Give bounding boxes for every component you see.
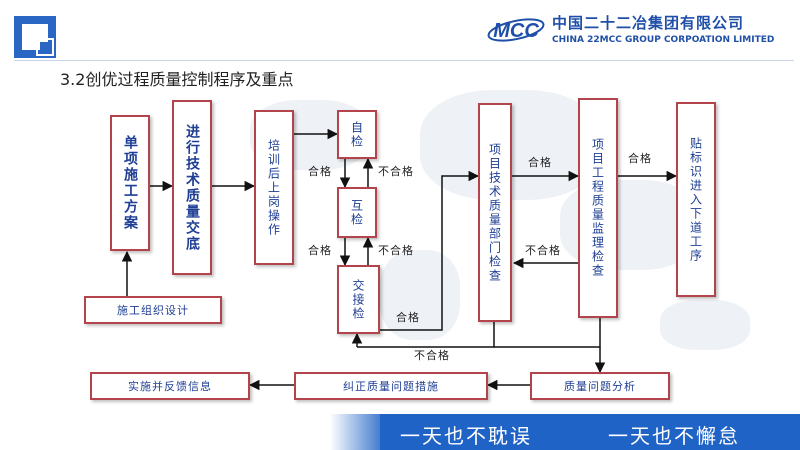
- node-tag-next: 贴标识进入下道工序: [676, 102, 716, 297]
- company-name-cn: 中国二十二冶集团有限公司: [552, 14, 745, 32]
- node-self-check: 自检: [337, 110, 377, 159]
- node-tech-disclosure-label: 进行技术质量交底: [184, 123, 200, 252]
- background-map-shape: [660, 300, 750, 350]
- node-construction-design: 施工组织设计: [84, 296, 222, 324]
- node-project-tech-dept-label: 项目技术质量部门检查: [487, 142, 502, 283]
- label-fail: 不合格: [378, 244, 414, 257]
- label-fail: 不合格: [525, 244, 561, 257]
- label-fail: 不合格: [378, 165, 414, 178]
- node-problem-analysis-label: 质量问题分析: [564, 380, 636, 393]
- node-training: 培训后上岗操作: [254, 110, 294, 265]
- node-corrective-measures-label: 纠正质量问题措施: [343, 380, 439, 393]
- node-handover-check: 交接检: [337, 265, 380, 334]
- label-pass: 合格: [308, 244, 332, 257]
- background-map-shape: [380, 250, 460, 340]
- header-divider: [14, 60, 794, 61]
- node-handover-check-label: 交接检: [351, 278, 365, 321]
- label-pass: 合格: [308, 165, 332, 178]
- node-tag-next-label: 贴标识进入下道工序: [688, 136, 703, 263]
- footer-bar: [380, 414, 800, 450]
- node-corrective-measures: 纠正质量问题措施: [294, 372, 488, 400]
- label-pass: 合格: [396, 311, 420, 324]
- label-pass: 合格: [628, 152, 652, 165]
- node-project-tech-dept: 项目技术质量部门检查: [478, 103, 512, 322]
- node-construction-design-label: 施工组织设计: [117, 304, 189, 317]
- node-self-check-label: 自检: [349, 120, 364, 149]
- node-supervision-check-label: 项目工程质量监理检查: [590, 138, 605, 278]
- company-name-en: CHINA 22MCC GROUP CORPOATION LIMITED: [552, 35, 775, 45]
- label-pass: 合格: [528, 156, 552, 169]
- node-implement-feedback: 实施并反馈信息: [90, 372, 250, 400]
- arrow-handover-to-techdept: [380, 170, 480, 331]
- node-training-label: 培训后上岗操作: [266, 138, 281, 237]
- node-unit-plan-label: 单项施工方案: [122, 135, 138, 231]
- footer-slogan-1: 一天也不耽误: [400, 424, 532, 448]
- node-mutual-check: 互检: [337, 187, 377, 238]
- node-unit-plan: 单项施工方案: [110, 115, 150, 251]
- arrow-supervision-fail-line: [494, 318, 601, 348]
- node-implement-feedback-label: 实施并反馈信息: [128, 380, 212, 393]
- label-fail: 不合格: [414, 349, 450, 362]
- node-problem-analysis: 质量问题分析: [530, 372, 670, 400]
- node-mutual-check-label: 互检: [349, 198, 364, 227]
- node-supervision-check: 项目工程质量监理检查: [578, 98, 618, 318]
- footer-slogan-2: 一天也不懈怠: [608, 424, 740, 448]
- node-tech-disclosure: 进行技术质量交底: [172, 100, 212, 275]
- slide-logo-border: [36, 38, 54, 56]
- slide-title: 3.2创优过程质量控制程序及重点: [60, 70, 294, 89]
- mcc-logo-text: MCC: [493, 20, 539, 42]
- mcc-logo-icon: MCC: [487, 18, 545, 42]
